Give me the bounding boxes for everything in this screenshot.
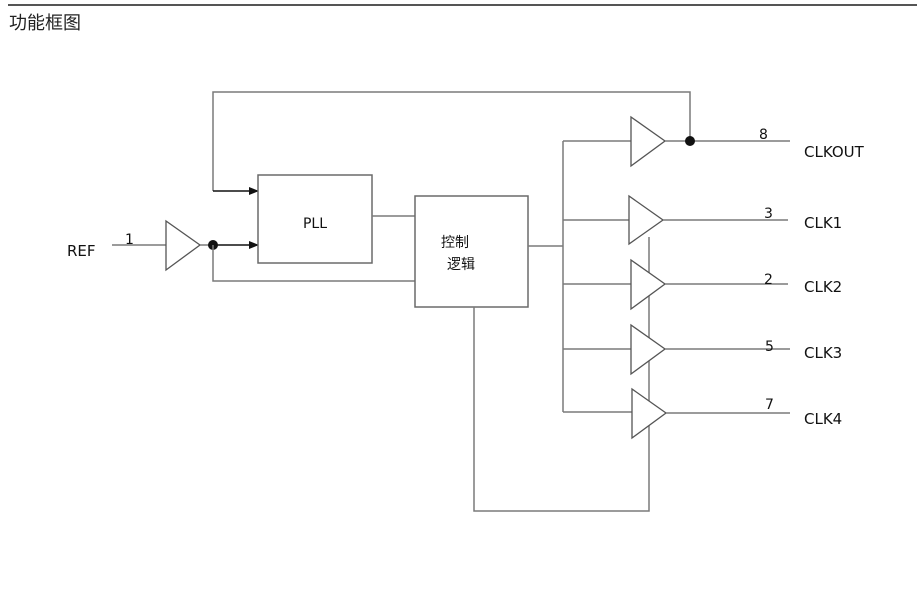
input-buffer-icon	[165, 219, 202, 272]
input-label-ref: REF	[67, 242, 96, 260]
header-rule	[8, 4, 917, 6]
clk2-buffer-icon	[630, 258, 667, 311]
clkout-pin-number: 8	[759, 127, 768, 143]
feedback-wire	[212, 91, 691, 191]
page-title: 功能框图	[9, 13, 81, 34]
pll-label: PLL	[303, 216, 327, 232]
clkout-buffer-icon	[630, 115, 667, 168]
clk3-buffer-icon	[630, 323, 667, 376]
clk3-pin-number: 5	[765, 339, 774, 355]
pll-block	[257, 174, 373, 264]
clkout-junction-dot-icon	[685, 136, 695, 146]
clk3-label: CLK3	[804, 344, 842, 362]
ref-to-control-wire	[212, 245, 415, 282]
clk4-label: CLK4	[804, 410, 842, 428]
control-label-line2: 逻辑	[447, 257, 475, 273]
clk4-buffer-icon	[631, 387, 668, 440]
clkout-label: CLKOUT	[804, 143, 865, 161]
clk1-buffer-icon	[628, 194, 665, 246]
clk4-pin-number: 7	[765, 397, 774, 413]
clk2-pin-number: 2	[764, 272, 773, 288]
clk1-label: CLK1	[804, 214, 842, 232]
input-pin-number: 1	[125, 232, 134, 248]
control-label-line1: 控制	[441, 235, 469, 251]
control-logic-block	[414, 195, 529, 308]
enable-wire	[473, 237, 650, 512]
clk2-label: CLK2	[804, 278, 842, 296]
clk1-pin-number: 3	[764, 206, 773, 222]
